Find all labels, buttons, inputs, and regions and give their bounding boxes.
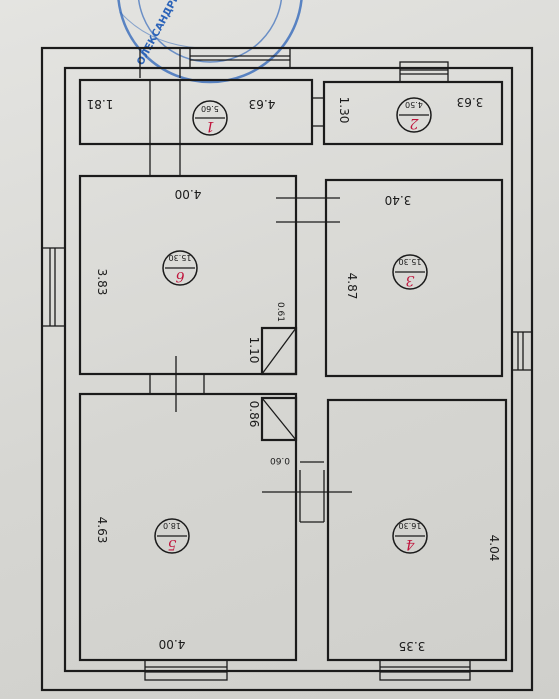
room-2-width: 1.30 xyxy=(337,97,351,124)
room-4-area: 16.30 xyxy=(399,521,422,530)
room-5-marker xyxy=(154,518,190,554)
room-6-width: 4.00 xyxy=(175,187,202,201)
room-3: 3.40 4.87 15.30 3 xyxy=(324,178,504,378)
room-5: 4.00 4.63 18.0 5 xyxy=(78,392,298,662)
room-5-area: 18.0 xyxy=(163,521,181,530)
room-1-width: 1.81 xyxy=(87,97,114,111)
window-left xyxy=(41,247,66,327)
room-6-number: 6 xyxy=(175,268,184,284)
room-4-number: 4 xyxy=(406,536,416,552)
room-2: 1.30 3.63 4.50 2 xyxy=(322,80,504,146)
room-3-number: 3 xyxy=(405,272,414,288)
outer-wall-inner xyxy=(63,66,514,673)
room-5-length: 4.63 xyxy=(95,517,109,544)
room-1-marker xyxy=(192,100,228,136)
room-1: 1.81 4.63 5.60 1 xyxy=(78,78,314,146)
room-6: 4.00 3.83 15.30 6 xyxy=(78,174,298,376)
room-3-area: 15.30 xyxy=(399,257,422,266)
room-4-length: 4.04 xyxy=(487,535,501,562)
room-2-number: 2 xyxy=(409,115,419,131)
stamp: ОЛЕКСАНДРІВНА xyxy=(117,0,303,84)
closet-lower-height: 0.60 xyxy=(270,455,290,465)
room-3-width: 3.40 xyxy=(385,193,412,207)
room-1-length: 4.63 xyxy=(249,97,276,111)
room-6-area: 15.30 xyxy=(169,253,192,262)
room-2-length: 3.63 xyxy=(457,95,484,109)
window-top-right xyxy=(399,61,449,83)
closet-lower: 0.86 0.60 xyxy=(247,396,298,465)
window-right xyxy=(511,331,533,371)
room-6-marker xyxy=(162,250,198,286)
window-top-left xyxy=(189,47,291,69)
closet-upper-height: 1.10 xyxy=(247,337,261,364)
room-4-marker xyxy=(392,518,428,554)
room-2-marker xyxy=(396,97,432,133)
entry-top xyxy=(139,48,181,78)
room-5-number: 5 xyxy=(167,536,176,552)
room-2-area: 4.50 xyxy=(405,100,423,109)
closet-upper-width: 0.61 xyxy=(275,302,285,322)
room-1-area: 5.60 xyxy=(201,104,219,113)
room-4-width: 3.35 xyxy=(399,639,426,653)
room-1-number: 1 xyxy=(206,118,215,134)
room-6-length: 3.83 xyxy=(95,269,109,296)
room-5-width: 4.00 xyxy=(159,637,186,651)
closet-upper: 1.10 0.61 xyxy=(247,302,298,376)
room-3-length: 4.87 xyxy=(345,273,359,300)
closet-lower-width: 0.86 xyxy=(247,401,261,428)
room-3-marker xyxy=(392,254,428,290)
room-4: 3.35 4.04 16.30 4 xyxy=(326,398,508,662)
